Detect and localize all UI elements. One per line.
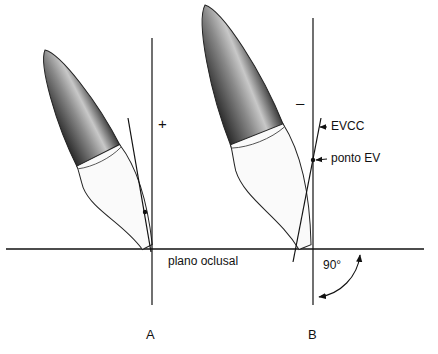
- part-label: EVCC: [331, 120, 364, 133]
- ev-point-b: [311, 158, 315, 162]
- angle-label: 90°: [323, 259, 341, 272]
- crown-tangent-a: [128, 118, 151, 252]
- part-label: ponto EV: [331, 152, 380, 165]
- plane-label: plano oclusal: [168, 255, 238, 268]
- sign-label: –: [296, 95, 304, 112]
- leader-line: [316, 159, 327, 160]
- incisor-a: [20, 38, 168, 260]
- figure-letter: B: [308, 328, 317, 342]
- angle-arc: [319, 255, 360, 297]
- occlusal-plane-line: [6, 248, 424, 249]
- ev-point-a: [143, 210, 147, 214]
- leader-line: [320, 127, 327, 128]
- vertical-reference-a: [151, 38, 152, 305]
- figure-letter: A: [146, 328, 155, 342]
- incisor-b: [174, 0, 330, 261]
- crown-tangent-b: [293, 118, 321, 262]
- sign-label: +: [158, 116, 167, 133]
